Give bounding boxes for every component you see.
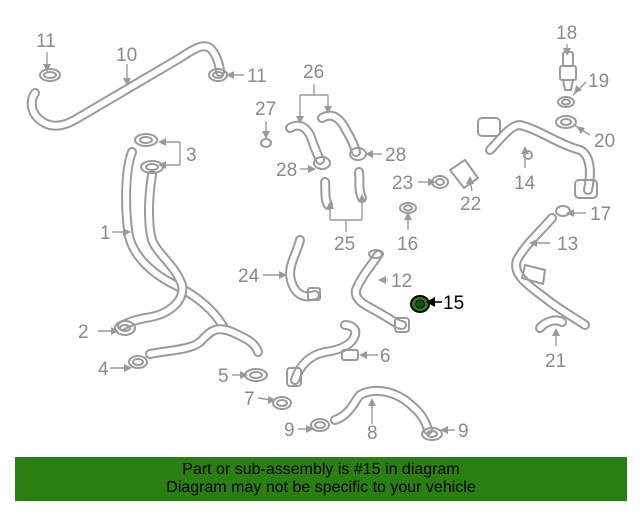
part-9-clamp-right[interactable]: [421, 427, 443, 441]
part-4-hose[interactable]: [145, 324, 263, 359]
callout-11-right: 11: [247, 66, 267, 87]
part-2-clamp[interactable]: [114, 320, 136, 336]
callout-6: 6: [380, 346, 391, 367]
callout-11-left: 11: [36, 31, 56, 52]
banner-line-1: Part or sub-assembly is #15 in diagram: [182, 461, 460, 478]
part-1-pipe[interactable]: [117, 147, 230, 335]
callout-12: 12: [391, 271, 412, 292]
callout-20: 20: [594, 131, 615, 152]
callout-21: 21: [545, 351, 566, 372]
callout-17: 17: [590, 204, 611, 225]
part-13-hose[interactable]: [511, 213, 590, 330]
part-19-washer[interactable]: [557, 96, 575, 108]
callout-16: 16: [397, 234, 418, 255]
callout-9-right: 9: [458, 421, 469, 442]
part-14-flange[interactable]: [477, 117, 598, 199]
callout-10: 10: [116, 45, 137, 66]
part-20-washer[interactable]: [555, 115, 577, 129]
callout-22: 22: [460, 194, 481, 215]
banner-line-2: Diagram may not be specific to your vehi…: [166, 479, 476, 496]
part-28-clamp-left[interactable]: [313, 156, 331, 170]
callout-5: 5: [218, 366, 229, 387]
part-27-clip[interactable]: [260, 138, 272, 148]
part-24-pipe[interactable]: [285, 235, 321, 302]
part-4-clamp[interactable]: [128, 355, 148, 369]
part-9-clamp-left[interactable]: [310, 418, 330, 432]
part-16-seal[interactable]: [399, 202, 417, 214]
callout-23: 23: [392, 173, 413, 194]
callout-13: 13: [557, 234, 578, 255]
arrowheads: [43, 48, 585, 434]
callout-9-left: 9: [284, 420, 295, 441]
callout-26: 26: [303, 62, 324, 83]
callout-28-left: 28: [276, 160, 297, 181]
callout-25: 25: [334, 234, 355, 255]
callout-4: 4: [98, 359, 109, 380]
part-21-hose[interactable]: [535, 315, 567, 333]
part-11-clamp-left[interactable]: [39, 68, 61, 82]
callout-7: 7: [244, 389, 255, 410]
part-12-pipe[interactable]: [350, 249, 410, 333]
part-10-hose[interactable]: [26, 41, 225, 131]
part-22-tube[interactable]: [449, 159, 479, 189]
part-8-hose[interactable]: [330, 385, 433, 435]
callout-8: 8: [367, 423, 378, 444]
part-18-sensor[interactable]: [559, 51, 577, 91]
part-17-seal[interactable]: [555, 205, 571, 217]
callout-1: 1: [100, 223, 111, 244]
callout-15: 15: [443, 293, 464, 314]
part-26-hose-left[interactable]: [285, 120, 325, 165]
callout-labels: 1 2 3 4 5 6 7 8 9 9 10 11 11 12 13 14 15…: [36, 23, 615, 444]
part-26-hose-right[interactable]: [317, 110, 361, 157]
part-5-clamp[interactable]: [244, 368, 268, 382]
callout-19: 19: [588, 71, 609, 92]
callout-14: 14: [514, 173, 536, 194]
part-7-clamp[interactable]: [272, 396, 292, 410]
callout-28-right: 28: [385, 145, 406, 166]
callout-27: 27: [255, 99, 276, 120]
callout-18: 18: [556, 23, 577, 44]
callout-24: 24: [238, 266, 260, 287]
part-6-hose[interactable]: [286, 320, 361, 387]
part-25-tubes[interactable]: [320, 167, 367, 210]
part-15-oring[interactable]: [410, 295, 430, 313]
parts-diagram: 1 2 3 4 5 6 7 8 9 9 10 11 11 12 13 14 15…: [26, 23, 615, 444]
callout-3: 3: [186, 145, 197, 166]
info-banner: Part or sub-assembly is #15 in diagram D…: [15, 457, 627, 501]
callout-2: 2: [78, 322, 89, 343]
part-3-clamp-top[interactable]: [134, 133, 158, 147]
